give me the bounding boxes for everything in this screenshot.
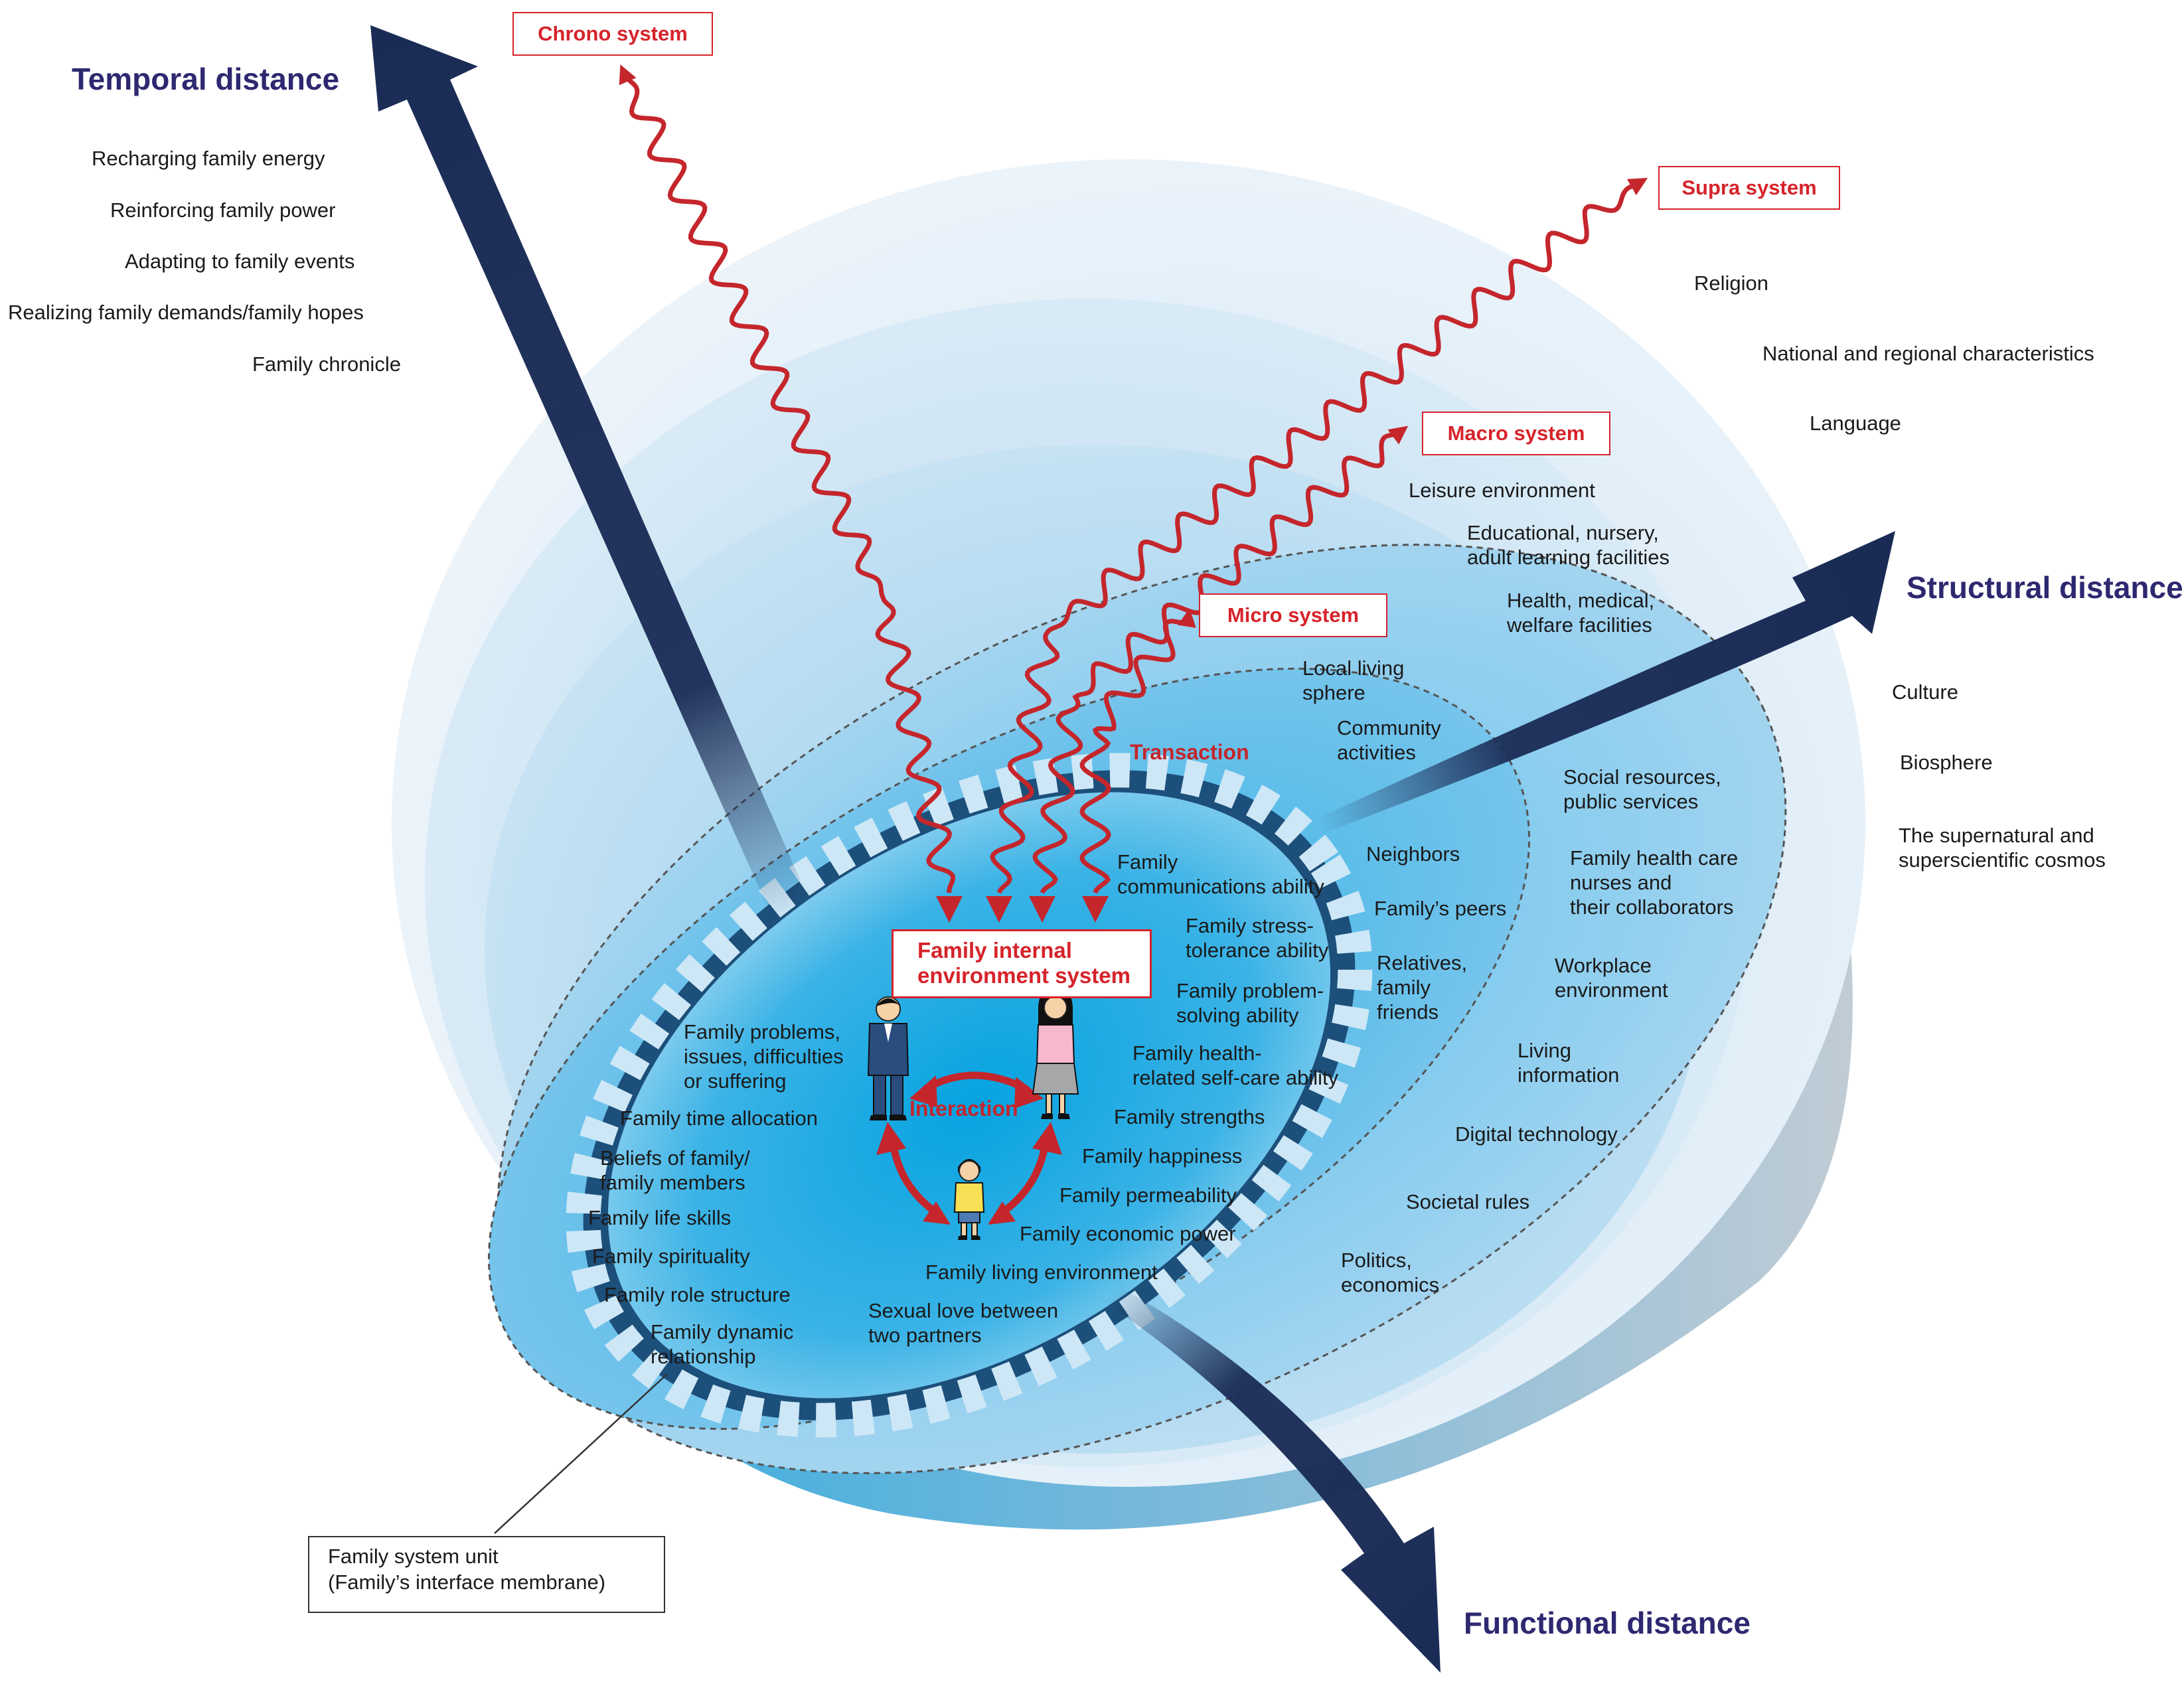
family-attribute: Family economic power <box>1020 1222 1236 1245</box>
supra-item: Culture <box>1892 680 1958 704</box>
macro-item: Societal rules <box>1406 1190 1530 1213</box>
callout-leader-line <box>494 1373 668 1534</box>
chrono-system-label: Chrono system <box>512 12 713 56</box>
temporal-distance-arrow <box>370 25 800 923</box>
temporal-item: Recharging family energy <box>92 147 325 170</box>
chrono-transaction-arrow <box>619 64 956 893</box>
supra-system-label: Supra system <box>1658 166 1840 210</box>
supra-item: The supernatural and superscientific cos… <box>1899 824 2106 872</box>
family-attribute: Beliefs of family/ family members <box>600 1146 750 1195</box>
temporal-distance-label: Temporal distance <box>72 62 340 96</box>
family-attribute: Family living environment <box>925 1261 1158 1284</box>
supra-item: Language <box>1810 412 1901 435</box>
micro-item: Local living sphere <box>1302 656 1405 705</box>
family-system-unit-callout: Family system unit (Family’s interface m… <box>308 1536 665 1613</box>
family-attribute: Family problems, issues, difficulties or… <box>684 1020 844 1093</box>
macro-item: Family health care nurses and their coll… <box>1570 846 1739 919</box>
supra-item: National and regional characteristics <box>1762 342 2094 365</box>
family-attribute: Family problem- solving ability <box>1176 979 1324 1028</box>
interaction-arrows <box>889 1071 1050 1219</box>
macro-item: Politics, economics <box>1341 1249 1440 1297</box>
family-attribute: Sexual love between two partners <box>868 1299 1059 1347</box>
supra-item: Religion <box>1694 271 1769 295</box>
family-attribute: Family time allocation <box>620 1107 819 1130</box>
interaction-arrowheads <box>876 1075 1062 1225</box>
micro-transaction-arrow <box>1079 608 1196 894</box>
supra-item: Biosphere <box>1900 751 1993 774</box>
family-attribute: Family happiness <box>1082 1144 1243 1168</box>
temporal-item: Adapting to family events <box>125 250 355 273</box>
interaction-label: Interaction <box>909 1097 1018 1120</box>
family-membrane-ring <box>566 753 1373 1438</box>
family-internal-environment-label: Family internal environment system <box>892 929 1152 998</box>
micro-item: Relatives, family friends <box>1377 951 1468 1024</box>
family-attribute: Family dynamic relationship <box>651 1320 794 1369</box>
structural-distance-label: Structural distance <box>1907 570 2183 605</box>
functional-distance-arrow <box>1099 1284 1441 1673</box>
family-attribute: Family role structure <box>604 1283 791 1306</box>
family-attribute: Family strengths <box>1114 1105 1265 1128</box>
family-attribute: Family health- related self-care ability <box>1132 1041 1339 1090</box>
structural-distance-arrow <box>1314 531 1895 833</box>
family-attribute: Family life skills <box>588 1206 732 1229</box>
macro-item: Social resources, public services <box>1563 765 1721 814</box>
family-attribute: Family spirituality <box>592 1245 750 1268</box>
temporal-item: Reinforcing family power <box>110 198 336 222</box>
macro-item: Educational, nursery, adult learning fac… <box>1467 521 1670 570</box>
family-attribute: Family communications ability <box>1117 850 1324 899</box>
supra-transaction-arrow <box>990 178 1648 894</box>
transaction-arrowheads <box>936 896 1109 923</box>
temporal-item: Family chronicle <box>252 352 401 376</box>
functional-distance-label: Functional distance <box>1464 1606 1751 1640</box>
family-attribute: Family stress- tolerance ability <box>1186 914 1329 962</box>
macro-system-label: Macro system <box>1422 412 1610 455</box>
micro-item: Community activities <box>1337 716 1441 765</box>
macro-item: Leisure environment <box>1409 479 1595 502</box>
temporal-item: Realizing family demands/family hopes <box>8 301 364 324</box>
micro-item: Neighbors <box>1366 842 1460 866</box>
micro-system-label: Micro system <box>1199 593 1387 637</box>
macro-item: Health, medical, welfare facilities <box>1507 589 1655 637</box>
family-attribute: Family permeability <box>1059 1184 1237 1207</box>
macro-item: Workplace environment <box>1555 954 1668 1002</box>
micro-item: Family’s peers <box>1374 897 1507 920</box>
father-figure-icon <box>867 996 909 1120</box>
macro-item: Digital technology <box>1455 1122 1618 1146</box>
child-figure-icon <box>953 1159 985 1240</box>
transaction-label: Transaction <box>1130 740 1249 764</box>
macro-item: Living information <box>1518 1039 1620 1087</box>
